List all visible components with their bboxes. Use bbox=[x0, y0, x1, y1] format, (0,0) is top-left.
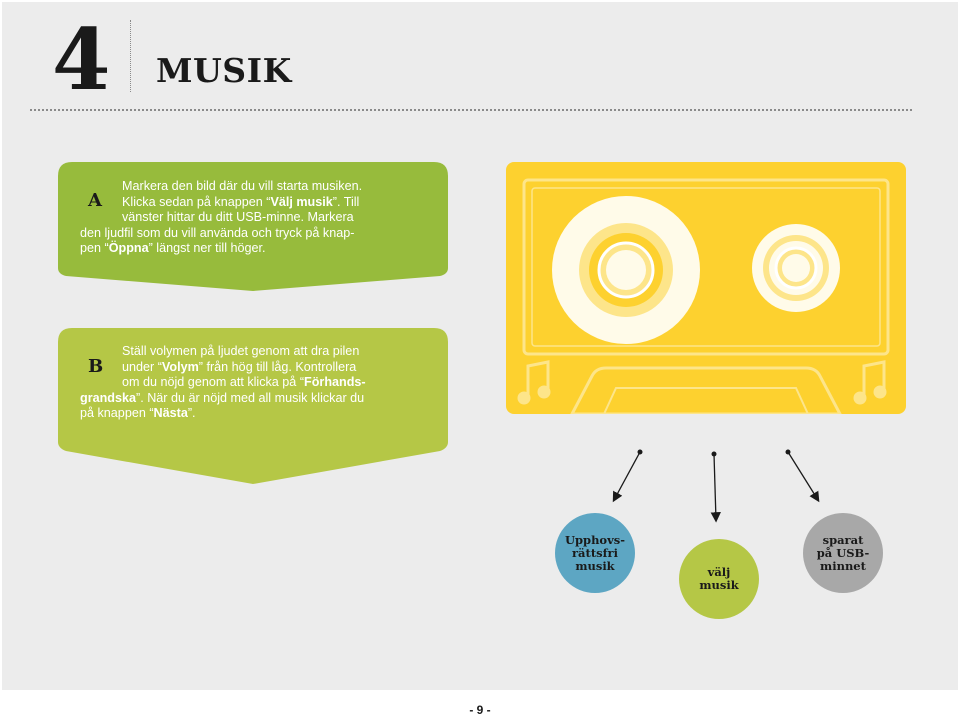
step-b-line-5: på knappen “Nästa”. bbox=[80, 406, 196, 420]
cassette-illustration bbox=[506, 162, 906, 414]
step-a-line-5: pen “Öppna” längst ner till höger. bbox=[80, 241, 266, 255]
arrow-to-choose-music bbox=[710, 453, 721, 523]
step-a-letter: A bbox=[88, 190, 102, 211]
arrows-diagram bbox=[612, 449, 820, 523]
step-a-line-3: vänster hittar du ditt USB-minne. Marker… bbox=[122, 210, 354, 224]
right-reel-icon bbox=[752, 224, 840, 312]
step-b-shape bbox=[58, 328, 448, 484]
step-b-line-2: under “Volym” från hög till låg. Kontrol… bbox=[122, 359, 357, 374]
choose-music-label: välj musik bbox=[699, 565, 739, 592]
royalty-free-music-label: Upphovs- rättsfri musik bbox=[564, 532, 626, 573]
royalty-free-music-tag: Upphovs- rättsfri musik bbox=[555, 513, 635, 593]
step-b-text: Ställ volymen på ljudet genom att dra pi… bbox=[80, 344, 366, 422]
step-b-line-1: Ställ volymen på ljudet genom att dra pi… bbox=[122, 344, 360, 358]
step-b-line-4: grandska”. När du är nöjd med all musik … bbox=[80, 390, 365, 405]
left-reel-icon bbox=[552, 196, 700, 344]
header-vertical-divider bbox=[130, 20, 131, 92]
chapter-title: MUSIK bbox=[156, 51, 292, 90]
header-dotted-rule bbox=[30, 109, 912, 111]
step-a-line-4: den ljudfil som du vill använda och tryc… bbox=[80, 225, 355, 240]
page-number: - 9 - bbox=[469, 703, 491, 717]
step-a-line-1: Markera den bild där du vill starta musi… bbox=[122, 179, 363, 193]
step-a-text: Markera den bild där du vill starta musi… bbox=[80, 179, 362, 257]
music-note-left-icon bbox=[517, 360, 551, 405]
choose-music-tag: välj musik bbox=[679, 539, 759, 619]
saved-usb-tag: sparat på USB- minnet bbox=[803, 513, 883, 593]
music-note-right-icon bbox=[853, 360, 887, 405]
step-a-shape bbox=[58, 162, 448, 291]
step-a-box bbox=[58, 162, 448, 291]
arrow-to-saved-usb bbox=[787, 451, 820, 503]
step-a-line-2: Klicka sedan på knappen “Välj musik”. Ti… bbox=[122, 194, 360, 209]
cassette-bottom-bridge bbox=[570, 366, 842, 414]
step-b-line-3: om du nöjd genom att klicka på “Förhands… bbox=[122, 375, 366, 389]
chapter-number: 4 bbox=[52, 10, 110, 109]
saved-usb-label: sparat på USB- minnet bbox=[816, 532, 870, 573]
step-b-letter: B bbox=[88, 356, 104, 377]
arrow-to-royalty-free bbox=[612, 451, 641, 503]
step-b-box bbox=[58, 328, 448, 484]
